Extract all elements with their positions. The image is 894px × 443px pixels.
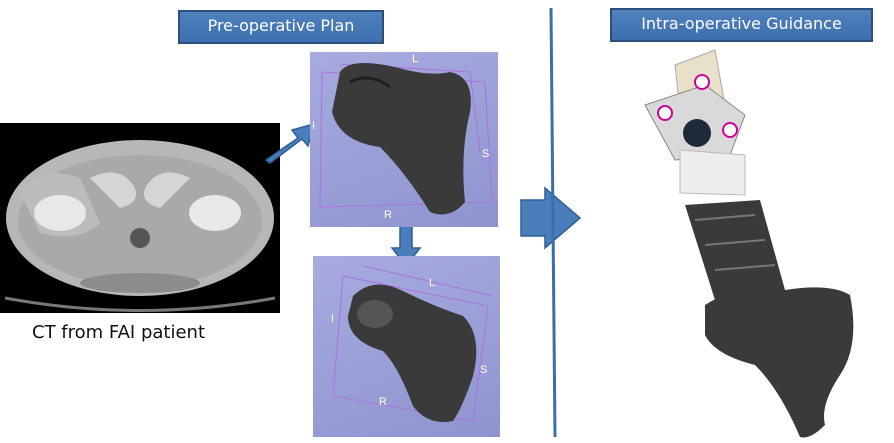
arrow-right-big xyxy=(520,186,582,250)
divider-line xyxy=(549,7,557,438)
intra-operative-guidance-title: Intra-operative Guidance xyxy=(610,8,873,42)
ct-caption: CT from FAI patient xyxy=(32,322,205,343)
axis-label-right: S xyxy=(482,148,490,160)
axis-label-right: S xyxy=(480,364,488,376)
pre-operative-plan-title: Pre-operative Plan xyxy=(178,10,384,44)
axis-label-bottom: R xyxy=(379,396,387,408)
axis-label-top: L xyxy=(429,277,436,289)
axis-label-bottom: R xyxy=(384,209,392,221)
femur-render-bottom: L I S R xyxy=(313,256,500,437)
femur-render-top: L I S R xyxy=(310,52,498,227)
ct-scan-image xyxy=(0,123,280,313)
axis-label-left: I xyxy=(331,313,335,325)
intra-op-image xyxy=(635,45,894,443)
axis-label-left: I xyxy=(312,120,316,132)
axis-label-top: L xyxy=(412,53,419,65)
arrow-ct-to-render xyxy=(264,122,316,164)
